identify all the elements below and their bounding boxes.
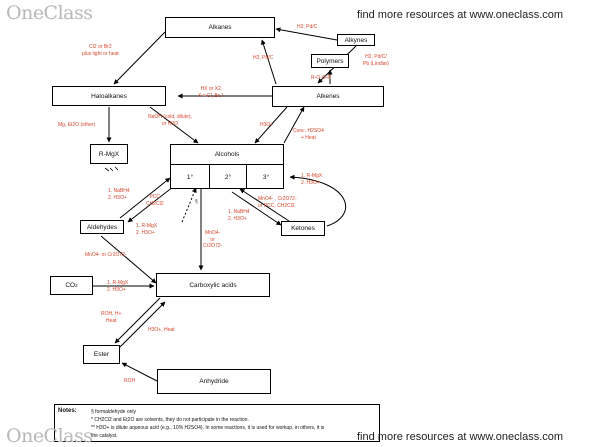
arrow-alcohols-aldehydes [127,182,179,223]
node-alkenes: Alkenes [272,86,384,107]
reagent-rmgx-right: 1. R-MgX 2. H3O+ [301,173,322,186]
arrow-aldehydes-carboxylic [100,235,157,284]
reagent-lindlar-line2: Pb (Lindlar) [363,60,389,67]
alcohol-secondary: 2° [209,165,247,189]
reagent-roh: ROH [124,378,136,384]
reagent-conc-h2so4: Conc. H2SO4 + Heat [293,128,324,141]
reagent-lindlar: H2, Pd/C/ Pb (Lindlar) [363,54,389,67]
arrow-alkenes-alkanes [260,39,277,85]
reagent-mno4-right-line1: MnO4- , Cr2O72- [258,196,297,202]
arrow-anhydride-ester [121,362,158,382]
arrow-alkanes-haloalkanes [113,31,166,85]
alcohol-tertiary: 3° [262,173,270,181]
arrow-ester-carboxylic [119,301,166,348]
reagent-mno4-aldehyde: MnO4- or Cr2O72- [85,252,127,258]
reagent-naoh-line2: or H2O [161,120,179,127]
reagent-h2-pdc-left: H2, Pd/C [253,55,274,61]
reagent-nabh4-left: 1. NaBH4 2. H3O+ [108,188,130,201]
notes-line-3: ** H3O+ is dilute aqueous acid (e.g., 10… [91,425,325,431]
reagent-mno4-center: MnO4- or Cr2O72- [203,230,222,250]
reagent-nabh4-left-line2: 2. H3O+ [108,194,127,201]
reagent-rooR: R-O-O-R [311,75,331,81]
reagent-hx-x2-line1: HX or X2 [200,86,221,92]
notes-box: Notes: § formaldehyde only * CH2Cl2 and … [54,404,380,442]
dagger-symbol: § [195,199,198,205]
reagent-nabh4-right-line2: 2. H3O+ [228,215,247,222]
arrow-haloalkanes-alcohols [149,106,199,144]
reagent-mno4-right: MnO4- , Cr2O72- or PCC, CH2Cl2 [258,196,297,209]
node-carboxylic-acids: Carboxylic acids [156,273,270,297]
reagent-mg-et2o: Mg, Et2O (ether) [58,122,96,128]
co2-text: CO [65,282,76,289]
reagent-rmgx-co2-line2: 2. H3O+ [107,286,126,293]
reagent-h3o-heat: H3O+, Heat [148,327,175,333]
reagent-pcc-line2: CH2Cl2 [146,200,164,207]
reagent-roh-h-line2: Heat [105,317,117,324]
reagent-conc-h2so4-line2: + Heat [300,134,316,141]
grignard-bond-lines [104,166,119,172]
reagent-mno4-center-line3: Cr2O72- [203,243,223,249]
arrow-alcohols-alkenes [283,106,305,144]
node-ketones: Ketones [281,221,325,236]
reagent-cl2-br2-line1: Cl2 or Br2 [89,44,112,50]
node-anhydride: Anhydride [157,369,271,394]
reagent-roh-h-line1: ROH, H+ [101,311,122,317]
reagent-lindlar-line1: H2, Pd/C/ [365,54,387,60]
arrow-ketones-tertiary [289,174,346,227]
arrow-alkenes-alcohols [254,106,288,144]
alcohol-primary: 1° [186,173,194,181]
reagent-rmgx-co2-line1: 1. R-MgX [107,280,129,286]
arrow-alcohols-ketones [231,191,282,226]
alcohols-title: Alcohols [171,145,283,165]
reagent-conc-h2so4-line1: Conc. H2SO4 [293,128,324,134]
notes-line-2: * CH2Cl2 and Et2O are solvents, they do … [91,417,249,423]
reagent-hx-x2-line2: X = Cl, Br, I [198,92,224,99]
node-polymers: Polymers [311,54,349,68]
node-haloalkanes: Haloalkanes [52,86,166,106]
arrow-aldehydes-secondary-dashed [181,187,197,223]
reagent-rmgx-right-line2: 2. H3O+ [301,179,320,186]
resources-link-top[interactable]: find more resources at www.oneclass.com [357,9,564,21]
arrow-carboxylic-ester [114,297,161,344]
arrow-aldehydes-alcohols [119,177,171,219]
reagent-rmgx-ald-line2: 2. H3O+ [136,229,155,236]
reagent-rmgx-ald-line1: 1. R-MgX [136,223,158,229]
resources-link-bottom[interactable]: find more resources at www.oneclass.com [357,431,564,443]
oneclass-logo-bottom: OneClass [6,425,93,447]
reagent-h3o-alkene: H3O+ [260,122,274,128]
reagent-cl2-br2: Cl2 or Br2 plus light or heat [82,44,119,57]
reagent-hx-x2: HX or X2 X = Cl, Br, I [198,86,223,99]
notes-title: Notes: [58,408,77,414]
reagent-rmgx-aldehyde: 1. R-MgX 2. H3O+ [136,223,157,236]
node-alkanes: Alkanes [165,17,275,38]
co2-subscript: 2 [75,283,78,288]
node-alcohols: Alcohols 1° 2° 3° [170,144,284,189]
reagent-rmgx-co2: 1. R-MgX 2. H3O+ [107,280,128,293]
reagent-rmgx-right-line1: 1. R-MgX [301,173,323,179]
reagent-mno4-right-line2: or PCC, CH2Cl2 [258,202,295,209]
node-ester: Ester [83,345,120,364]
node-aldehydes: Aldehydes [80,220,124,234]
reagent-nabh4-left-line1: 1. NaBH4 [108,188,130,194]
reagent-nabh4-right-line1: 1. NaBH4 [228,209,250,215]
reagent-mno4-center-line2: or [210,236,215,243]
reagent-nabh4-right: 1. NaBH4 2. H3O+ [228,209,250,222]
reagent-roh-h: ROH, H+ Heat [101,311,121,324]
reagent-mno4-center-line1: MnO4- [204,230,221,236]
reagent-cl2-br2-line2: plus light or heat [82,50,119,57]
reagent-naoh-line1: NaOH (cold, dilute), [148,114,192,120]
arrow-alkynes-alkanes [275,27,338,41]
notes-line-1: § formaldehyde only [91,409,137,415]
reagent-naoh: NaOH (cold, dilute), or H2O [148,114,192,127]
oneclass-logo-top: OneClass [6,2,93,24]
arrow-ketones-alcohols [239,188,290,222]
reagent-h2-pdc-top: H2, Pd/C [297,24,318,30]
reagent-pcc-line1: PCC [149,194,161,200]
reagent-pcc: PCC CH2Cl2 [146,194,164,207]
node-alkynes: Alkynes [337,34,375,46]
notes-line-4: the catalyst. [91,433,118,439]
node-grignard: R-MgX [90,144,128,164]
